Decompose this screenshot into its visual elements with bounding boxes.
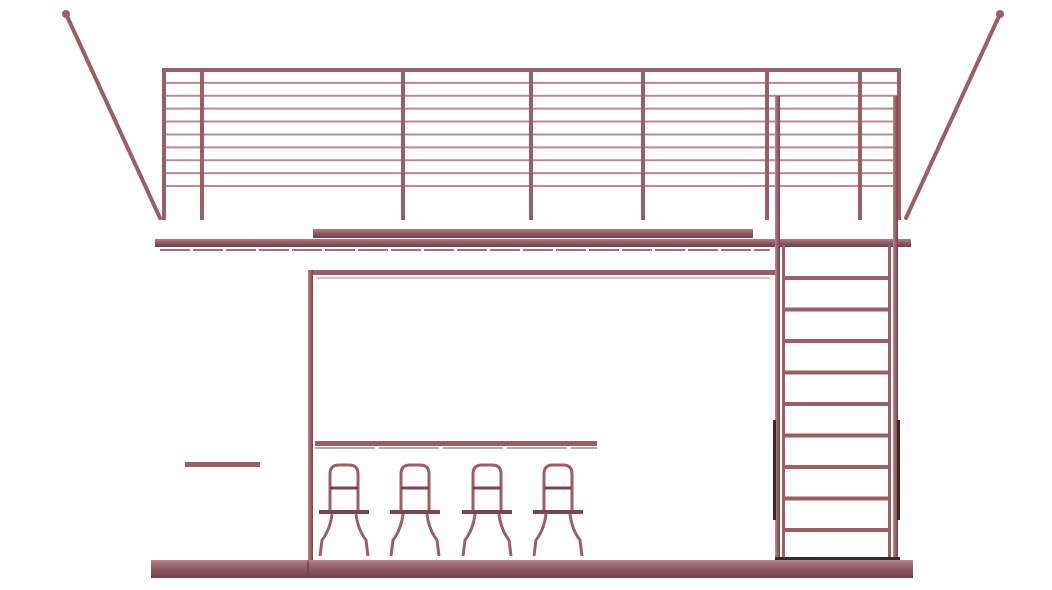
railing-post — [200, 70, 204, 220]
stool-backrest — [399, 463, 431, 512]
railing-post — [765, 70, 769, 220]
left-diagonal-support — [64, 12, 162, 220]
ground-slab — [151, 560, 913, 578]
stool-backrest — [471, 463, 503, 512]
railing-posts — [162, 70, 901, 220]
access-ladder — [773, 96, 900, 576]
enclosure-left-column — [308, 270, 313, 562]
bar-counter — [315, 441, 597, 449]
wall-shelf — [185, 462, 260, 467]
ground-slab-body — [151, 560, 913, 578]
ladder-rung — [782, 528, 891, 532]
ladder-left-rail — [775, 96, 780, 566]
stool-seat — [462, 510, 512, 514]
railing-post — [401, 70, 405, 220]
deck-slab — [155, 239, 911, 247]
ladder-rung — [782, 496, 891, 501]
ladder-rung — [782, 433, 891, 438]
stool-leg — [318, 513, 334, 557]
stool-leg — [354, 513, 370, 557]
bar-stool — [318, 463, 370, 557]
ladder-rung — [782, 402, 891, 406]
stool-leg — [461, 513, 477, 557]
diagonal-supports — [62, 10, 1004, 220]
deck-cushion — [313, 229, 753, 238]
stool-seat — [533, 510, 583, 514]
bar-stools — [318, 463, 584, 557]
stool-leg — [425, 513, 441, 557]
right-diagonal-support — [904, 12, 1002, 220]
stool-leg — [532, 513, 548, 557]
railing-post — [897, 70, 901, 220]
railing-post — [162, 70, 166, 220]
bar-stool — [389, 463, 441, 557]
stool-backrest — [328, 463, 360, 512]
left-support-cap — [62, 10, 70, 18]
bar-stool — [461, 463, 513, 557]
stool-leg — [497, 513, 513, 557]
upper-deck — [155, 229, 911, 251]
ladder-right-bracket — [897, 420, 900, 520]
ladder-left-bracket — [773, 420, 776, 520]
bar-stool — [532, 463, 584, 557]
stool-seat — [390, 510, 440, 514]
stool-backrest — [542, 463, 574, 512]
top-railing — [162, 68, 901, 220]
ladder-rung — [782, 276, 891, 280]
ladder-rung — [782, 465, 891, 469]
stool-seat — [319, 510, 369, 514]
ladder-rung — [782, 339, 891, 343]
railing-post — [858, 70, 862, 220]
right-support-cap — [996, 10, 1004, 18]
railing-post — [641, 70, 645, 220]
railing-post — [529, 70, 533, 220]
bar-enclosure-frame — [308, 270, 778, 562]
ladder-right-rail — [893, 96, 898, 566]
stool-leg — [389, 513, 405, 557]
stool-leg — [568, 513, 584, 557]
ladder-rung — [782, 370, 891, 375]
bar-counter-top — [315, 441, 597, 446]
ladder-rungs — [782, 276, 891, 532]
enclosure-top-beam — [308, 270, 778, 275]
ladder-rung — [782, 307, 891, 312]
